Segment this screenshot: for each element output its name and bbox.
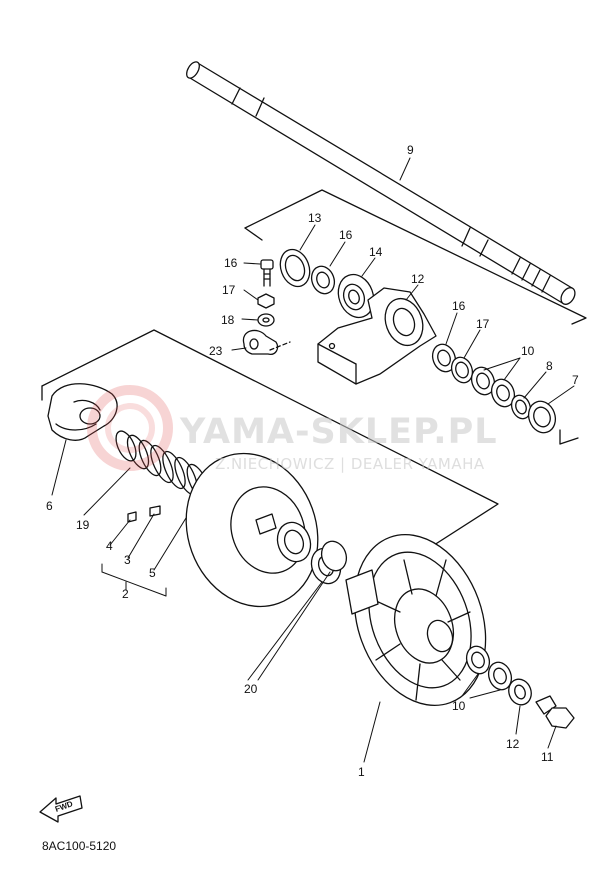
washer-part-10-lower-b bbox=[487, 661, 513, 691]
callout-10-upper: 10 bbox=[521, 344, 535, 358]
clamp-part-23 bbox=[242, 329, 279, 355]
callout-16-right: 16 bbox=[452, 299, 466, 313]
callout-9: 9 bbox=[407, 143, 414, 157]
callout-7: 7 bbox=[572, 373, 579, 387]
callout-12: 12 bbox=[506, 737, 520, 751]
bushing-part-22 bbox=[310, 540, 348, 585]
callout-8: 8 bbox=[546, 359, 553, 373]
callout-6: 6 bbox=[46, 499, 53, 513]
callout-4: 4 bbox=[106, 539, 113, 553]
bush-part-3 bbox=[149, 505, 161, 517]
callout-5: 5 bbox=[149, 566, 156, 580]
clip-part-15 bbox=[279, 248, 311, 288]
watermark-subtitle: Z.NIECHOWICZ | DEALER YAMAHA bbox=[215, 455, 485, 473]
watermark-title: YAMA-SKLEP.PL bbox=[180, 412, 498, 452]
bolt-part-11 bbox=[535, 695, 575, 729]
callout-17: 17 bbox=[476, 317, 490, 331]
bearing-part-14 bbox=[337, 273, 375, 319]
callout-22: 20 bbox=[244, 682, 258, 696]
movable-sheave bbox=[185, 452, 319, 608]
bolt-part-18 bbox=[260, 259, 274, 287]
callout-21: 19 bbox=[76, 518, 90, 532]
callout-18: 16 bbox=[224, 256, 238, 270]
callout-10-lower: 10 bbox=[452, 699, 466, 713]
fwd-arrow-icon bbox=[39, 795, 83, 823]
callout-15: 13 bbox=[308, 211, 322, 225]
washer-part-20 bbox=[257, 313, 275, 327]
callout-11: 11 bbox=[541, 750, 554, 764]
part-code: 8AC100-5120 bbox=[42, 839, 117, 853]
washer-part-12 bbox=[508, 678, 532, 706]
callout-14: 14 bbox=[369, 245, 383, 259]
fixed-sheave-part-1 bbox=[345, 533, 487, 707]
nut-part-19 bbox=[257, 293, 275, 309]
callout-19: 17 bbox=[222, 283, 236, 297]
spring-seat-part-6 bbox=[47, 383, 118, 441]
callout-2: 2 bbox=[122, 587, 129, 601]
callout-16-upper: 16 bbox=[339, 228, 353, 242]
callout-3: 3 bbox=[124, 553, 131, 567]
washer-part-10-lower-a bbox=[465, 645, 491, 675]
shaft-part-9 bbox=[186, 61, 576, 305]
callout-20: 18 bbox=[221, 313, 235, 327]
callout-1: 1 bbox=[358, 765, 365, 779]
callout-13: 12 bbox=[411, 272, 425, 286]
washer-stack-right bbox=[431, 343, 557, 434]
bearing-housing-part-13 bbox=[317, 287, 437, 385]
callout-23: 23 bbox=[209, 344, 223, 358]
